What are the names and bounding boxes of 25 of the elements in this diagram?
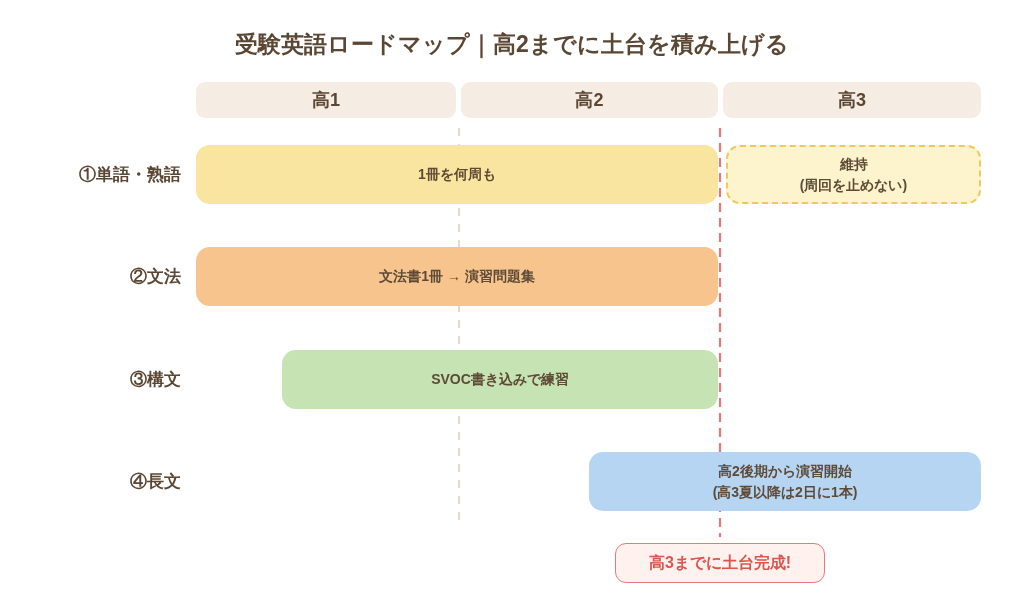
timeline-bar <box>196 145 718 204</box>
timeline-bar <box>196 247 718 306</box>
callout-box <box>615 543 825 583</box>
bar-label: (高3夏以降は2日に1本) <box>712 482 858 502</box>
timeline-bar <box>589 452 981 511</box>
bar-label: (周回を止めない) <box>799 175 908 195</box>
grade-header-band <box>461 82 718 118</box>
grade-header-band <box>196 82 456 118</box>
bar-label: SVOC書き込みで練習 <box>431 370 569 389</box>
grade-label: 高1 <box>312 89 340 112</box>
grade-label: 高2 <box>575 89 604 112</box>
grade-header-band <box>723 82 981 118</box>
row-label: ④長文 <box>130 471 181 493</box>
row-label: ③構文 <box>130 369 181 391</box>
timeline-bar <box>282 350 718 409</box>
bar-label: 1冊を何周も <box>418 165 496 184</box>
row-label: ①単語・熟語 <box>79 164 181 186</box>
title: 受験英語ロードマップ｜高2までに土台を積み上げる <box>235 30 789 60</box>
bar-label: 維持 <box>839 154 868 174</box>
bar-label: 高2後期から演習開始 <box>718 461 852 481</box>
row-label: ②文法 <box>130 266 181 288</box>
bar-label: 文法書1冊 → 演習問題集 <box>379 267 535 286</box>
callout-text: 高3までに土台完成! <box>648 553 792 573</box>
grade-label: 高3 <box>838 89 866 112</box>
dashed-bar <box>726 145 981 204</box>
